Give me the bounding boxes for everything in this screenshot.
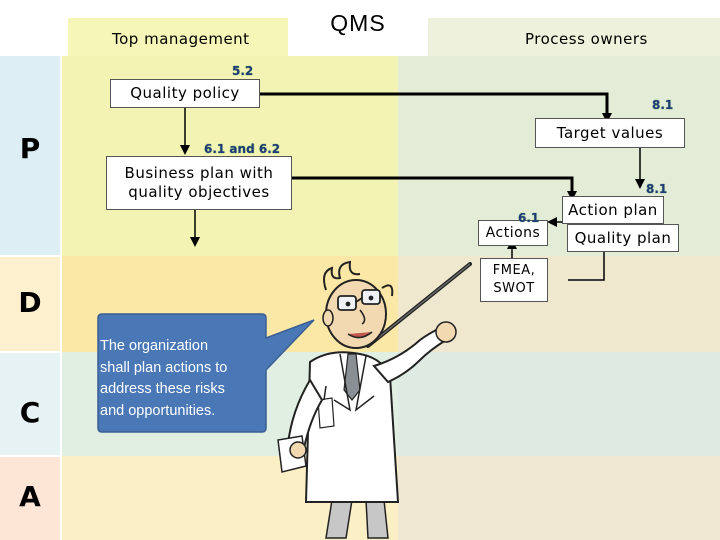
speech-bubble <box>97 313 315 433</box>
divider <box>0 255 60 257</box>
speech-line: The organization <box>100 338 209 354</box>
phase-label-plan: P <box>19 131 41 165</box>
quality-policy-box: Quality policy <box>110 79 260 108</box>
professor-illustration <box>277 260 472 539</box>
divider <box>60 56 62 540</box>
action-plan-label: Action plan <box>568 200 658 219</box>
line-quality-plan-loop <box>568 248 605 281</box>
phase-label-act: A <box>19 479 41 513</box>
actions-label: Actions <box>485 224 541 241</box>
act-right-area <box>398 456 720 540</box>
actions-box: Actions <box>478 220 548 246</box>
phase-label-do: D <box>18 285 42 319</box>
target-values-box: Target values <box>535 118 685 148</box>
swot-label: SWOT <box>493 281 535 296</box>
arrow-policy-to-targets <box>260 92 612 123</box>
divider <box>0 351 60 353</box>
speech-bubble-text: The organization shall plan actions to a… <box>100 336 256 422</box>
speech-line: shall plan actions to <box>100 359 228 376</box>
check-right-area <box>398 352 720 456</box>
action-plan-box: Action plan <box>562 196 664 224</box>
clause-ref-6-1: 6.1 <box>518 211 540 225</box>
business-plan-box: Business plan with quality objectives <box>106 156 292 210</box>
phase-band-plan <box>0 56 60 256</box>
quality-plan-box: Quality plan <box>567 224 679 252</box>
phase-band-check <box>0 352 60 456</box>
speech-line: and opportunities. <box>100 402 216 419</box>
phase-band-act <box>0 456 60 540</box>
header-process-owners: Process owners <box>525 30 648 48</box>
speech-line: address these risks <box>100 381 225 397</box>
header-strip-left <box>0 0 68 48</box>
divider <box>0 455 60 457</box>
target-values-label: Target values <box>556 123 664 142</box>
arrow-business-to-action <box>290 176 577 201</box>
business-plan-label-line2: quality objectives <box>128 183 270 201</box>
header-strip-top-mgmt <box>68 18 288 56</box>
header-strip-process <box>428 18 720 56</box>
quality-plan-label: Quality plan <box>574 228 672 247</box>
phase-label-check: C <box>19 395 41 429</box>
clause-ref-8-1-top: 8.1 <box>652 98 674 112</box>
header-qms: QMS <box>288 0 428 46</box>
header-top-management: Top management <box>112 30 250 48</box>
fmea-label: FMEA, <box>492 263 536 278</box>
business-plan-label-line1: Business plan with <box>124 164 274 182</box>
fmea-swot-box: FMEA, SWOT <box>480 258 548 302</box>
clause-ref-8-1-action: 8.1 <box>646 182 668 196</box>
clause-ref-6-1-and-6-2: 6.1 and 6.2 <box>204 142 281 156</box>
quality-policy-label: Quality policy <box>130 84 240 102</box>
phase-band-do <box>0 256 60 352</box>
clause-ref-5-2: 5.2 <box>232 64 254 78</box>
